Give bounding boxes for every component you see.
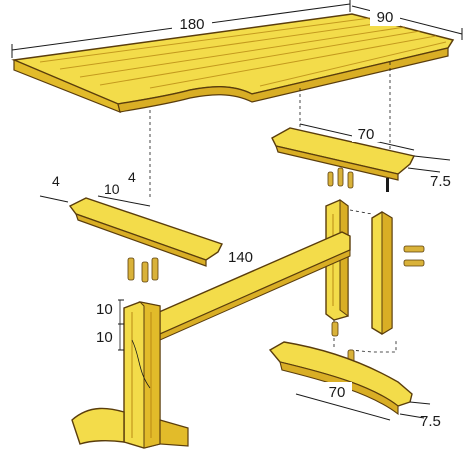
dim-upper-rail-thickness: 7.5: [407, 155, 451, 190]
left-leg: [123, 301, 161, 449]
left-arm-offset-b-label: 10: [104, 181, 120, 197]
left-foot: [71, 407, 189, 447]
upper-rail: [271, 127, 416, 181]
dim-foot-length: 70: [295, 382, 391, 421]
left-arm-offset-c-label: 4: [128, 169, 136, 185]
top-board-lines: [39, 17, 447, 89]
foot-length-label: 70: [329, 384, 346, 401]
right-foot: [268, 341, 413, 416]
dim-top-width: 90: [351, 5, 463, 40]
detached-upright: [371, 211, 393, 335]
upper-rail-thickness-label: 7.5: [430, 173, 451, 190]
dim-top-length: 180: [11, 0, 351, 58]
leg-joint-upper-label: 10: [96, 301, 113, 318]
upper-rail-length-label: 70: [358, 126, 375, 143]
stretcher-length-label: 140: [228, 249, 253, 266]
left-arm: [68, 197, 223, 267]
top-width-label: 90: [377, 9, 394, 26]
left-arm-dowels: [127, 257, 159, 283]
top-length-label: 180: [179, 16, 204, 33]
table-top: [11, 13, 455, 113]
upper-rail-dowels: [327, 167, 389, 192]
dim-upper-rail-length: 70: [299, 123, 415, 151]
top-alignment-lines: [149, 62, 391, 200]
dim-foot-thickness: 7.5: [399, 401, 441, 430]
foot-thickness-label: 7.5: [420, 413, 441, 430]
left-arm-offset-a-label: 4: [52, 173, 60, 189]
dim-left-arm: 4 10 4: [39, 169, 151, 207]
dim-left-leg-joints: 10 10: [96, 299, 124, 351]
side-dowels: [403, 245, 425, 267]
leg-joint-lower-label: 10: [96, 329, 113, 346]
dim-stretcher-length: 140: [228, 249, 253, 266]
